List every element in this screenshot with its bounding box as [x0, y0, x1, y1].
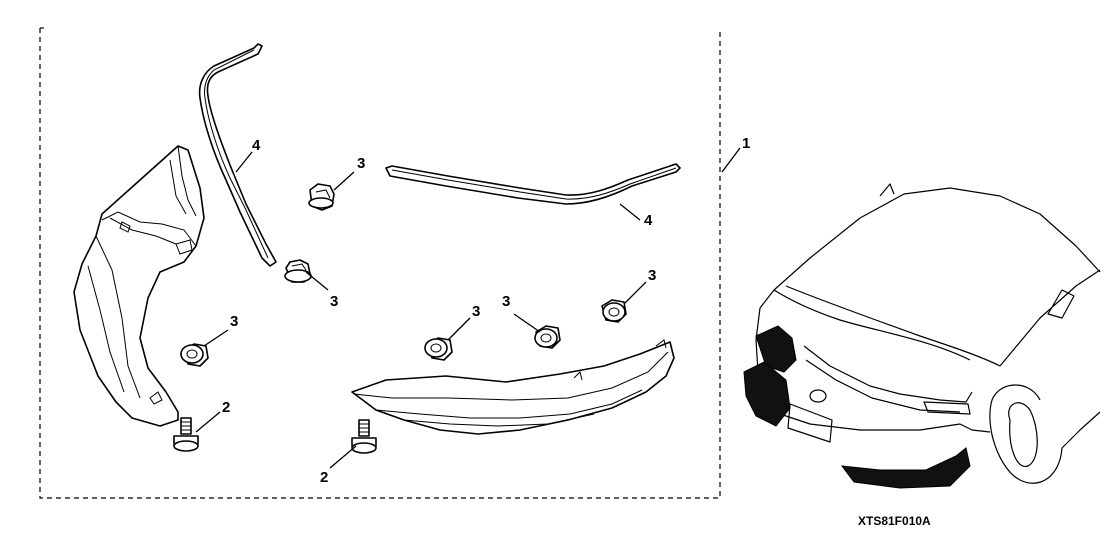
bolt-left	[173, 417, 199, 452]
callout-clip-mid: 3	[330, 293, 338, 310]
callout-clip-left: 3	[230, 313, 238, 330]
kit-boundary	[39, 27, 721, 499]
callout-clip-row-b: 3	[502, 293, 510, 310]
clip-row-b	[534, 325, 561, 349]
callout-kit: 1	[742, 135, 750, 152]
clip-upper	[308, 183, 335, 211]
clip-left	[180, 343, 209, 367]
leader-lines	[195, 147, 741, 469]
callout-labels: 1 4 4 3 3 3 3 3 3 2 2	[222, 135, 750, 486]
trim-strip-horizontal	[385, 163, 681, 205]
clip-row-c	[601, 299, 627, 323]
figure-code: XTS81F010A	[858, 514, 931, 528]
clip-row-a	[424, 337, 453, 361]
callout-clip-row-c: 3	[648, 267, 656, 284]
callout-trim-horizontal: 4	[644, 212, 653, 229]
vehicle-illustration	[743, 183, 1101, 489]
front-lip-spoiler	[351, 339, 675, 435]
bolt-center	[351, 419, 377, 454]
trim-strip-vertical	[198, 43, 277, 267]
callout-bolt-center: 2	[320, 469, 328, 486]
callout-clip-row-a: 3	[472, 303, 480, 320]
callout-clip-upper: 3	[357, 155, 365, 172]
callout-trim-vertical: 4	[252, 137, 261, 154]
callout-bolt-left: 2	[222, 399, 230, 416]
splash-guard-left	[73, 145, 205, 427]
clip-mid	[284, 259, 312, 283]
